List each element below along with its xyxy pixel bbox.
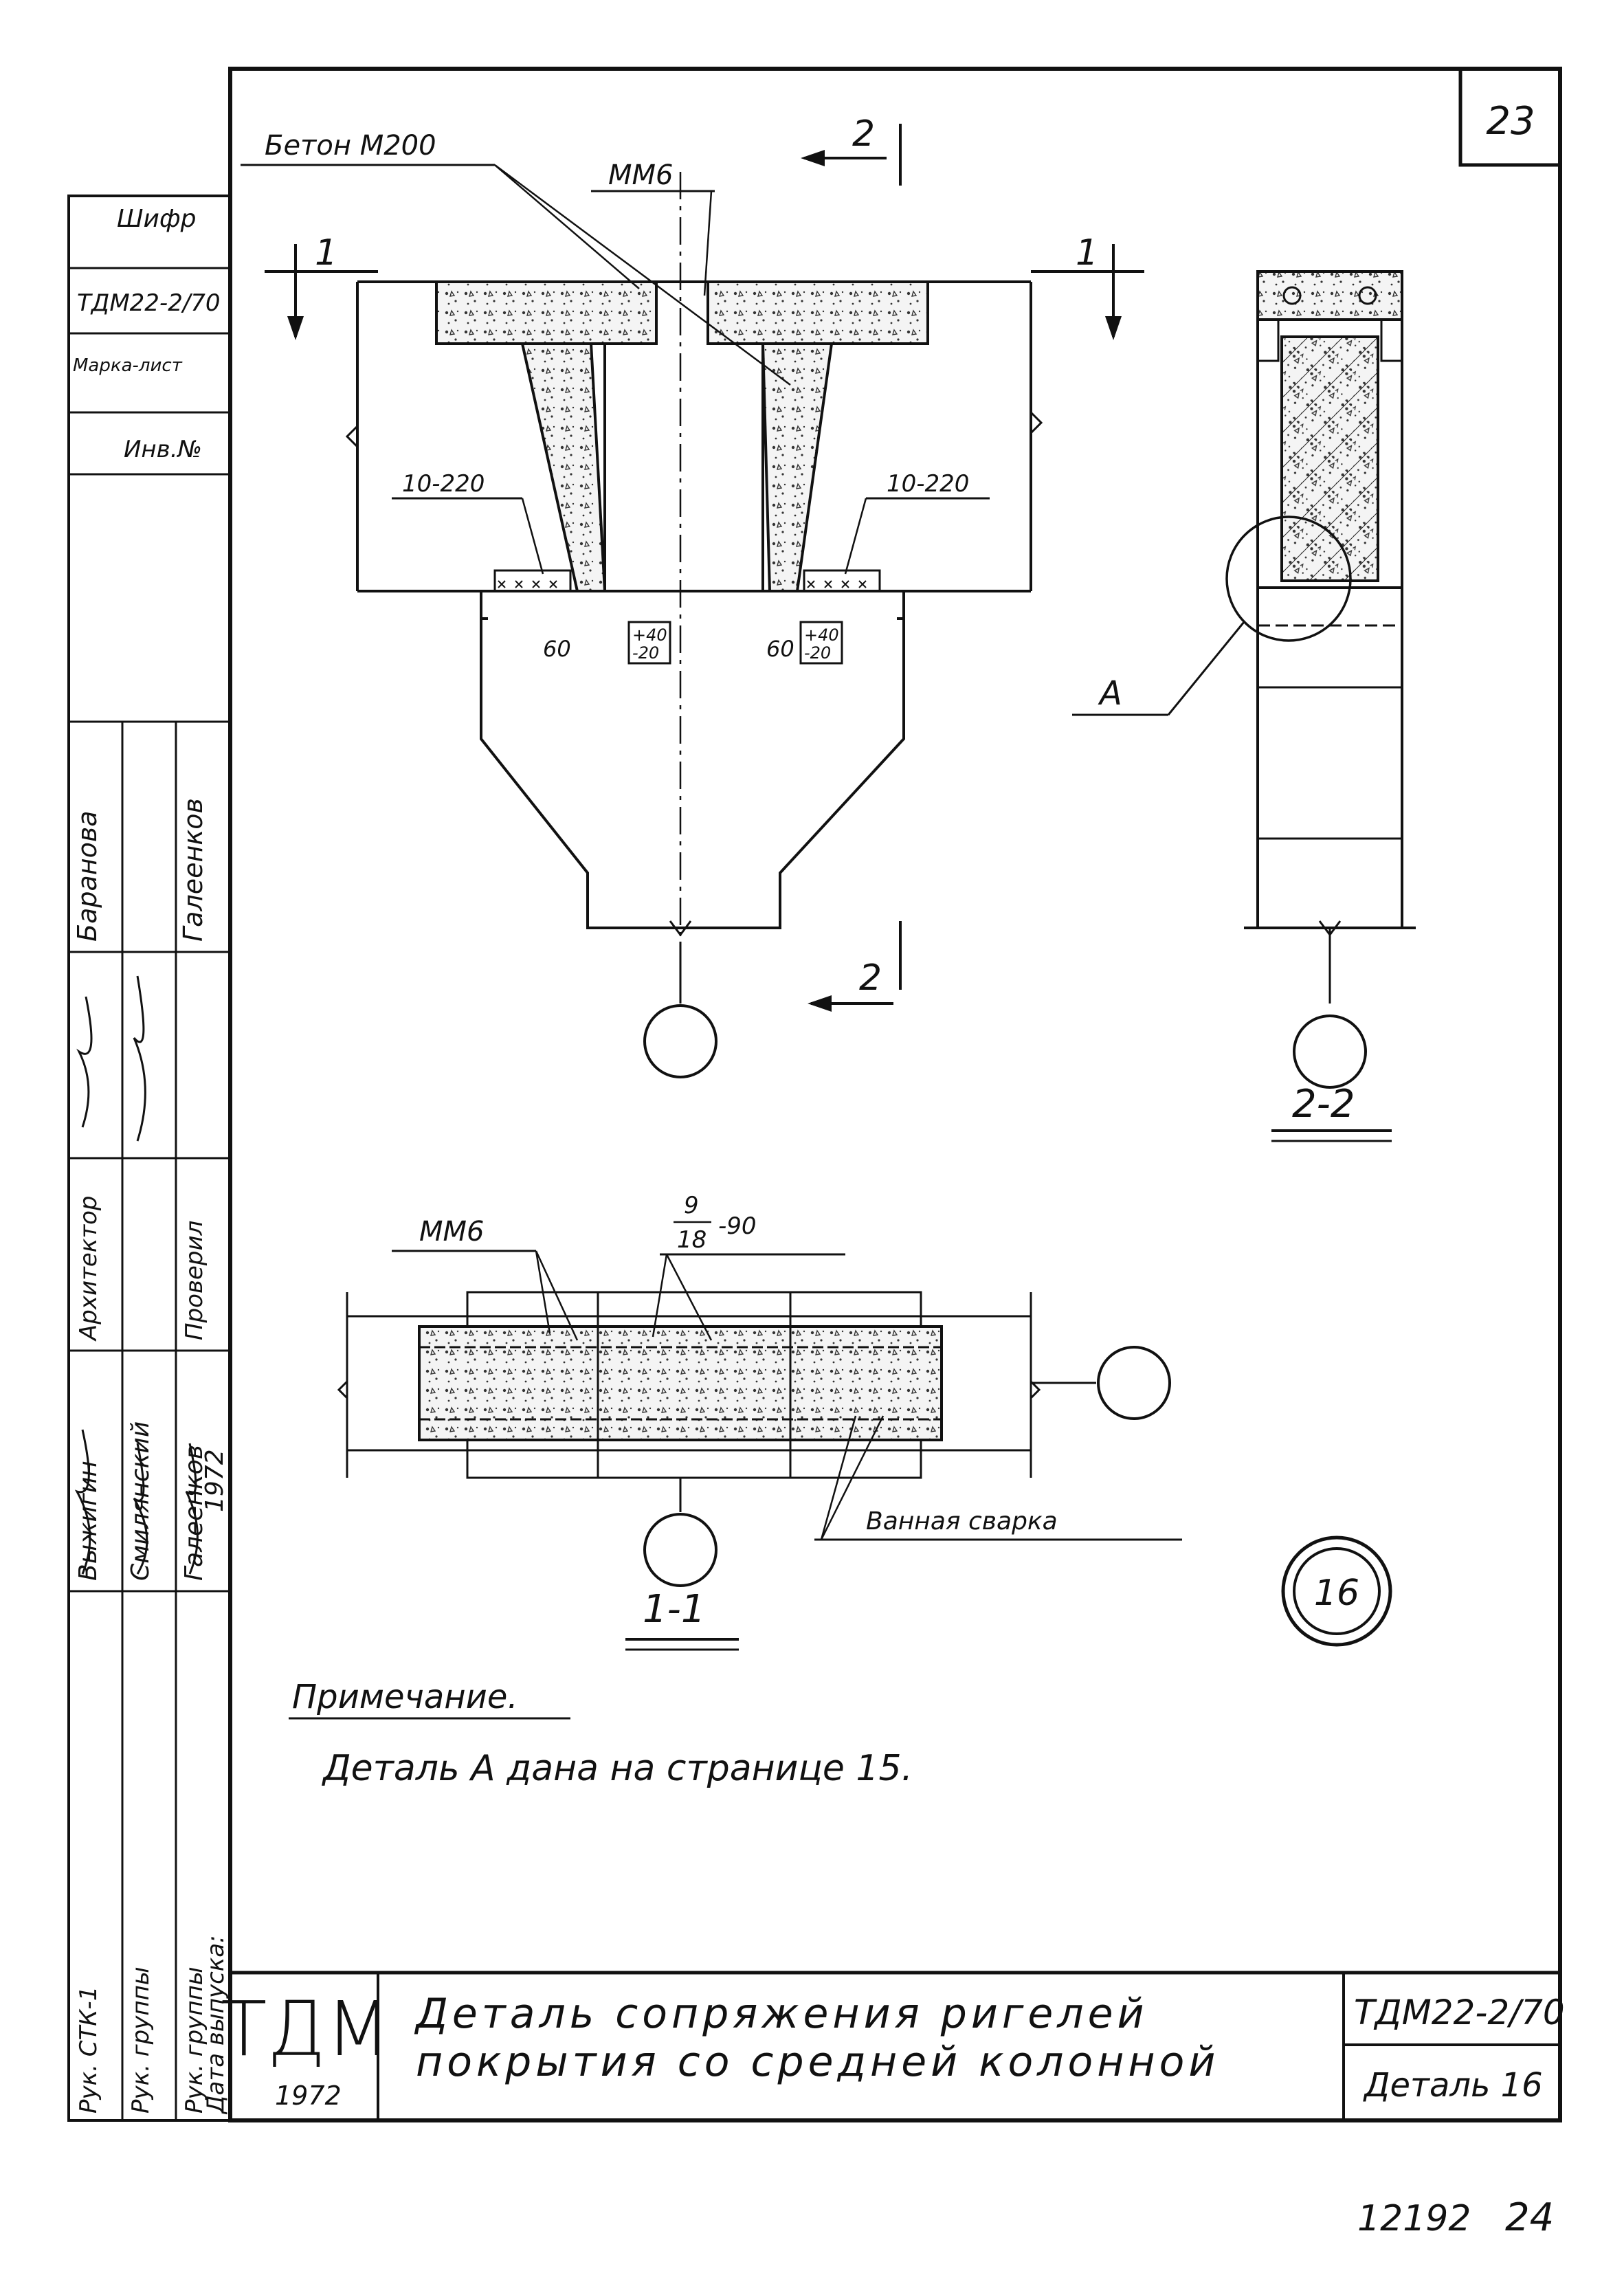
bars-denominator: 18: [677, 1226, 707, 1254]
dim-60-right: 60: [766, 636, 794, 662]
plan-1-1-title: 1-1: [643, 1587, 705, 1632]
role-1: Рук. СТК-1: [75, 1986, 102, 2114]
detail-number-badge: 16: [1281, 1535, 1392, 1647]
plan-concrete-core: [418, 1325, 943, 1441]
page-number-box: [1458, 67, 1562, 167]
tol-left-minus: -20: [632, 643, 659, 663]
mm6-label-plan: ММ6: [419, 1216, 484, 1248]
bars-numerator: 9: [684, 1192, 699, 1219]
axis-bubble-side: [1293, 1014, 1367, 1089]
title-block: ТДМ 1972 Деталь сопряжения ригелей покры…: [221, 1971, 1565, 2120]
title-code: ТДМ22-2/70: [1354, 1993, 1565, 2032]
note-block: Примечание. Деталь А дана на странице 15…: [289, 1678, 913, 1789]
mark-label: Марка-лист: [73, 355, 183, 376]
tol-left-plus: +40: [632, 625, 667, 645]
cut-mark-1-right: 1: [1031, 232, 1144, 340]
checked-name: Галеенков: [178, 798, 208, 942]
architect-name: Баранова: [72, 810, 102, 942]
archive-number: 12192: [1357, 2198, 1471, 2239]
mm6-label-section: ММ6: [608, 159, 673, 191]
page-number: 23: [1486, 99, 1535, 144]
plan-1-1-view: ММ6 9 18 -90 Ванная сварка 1-1: [337, 1192, 1182, 1651]
note-heading: Примечание.: [292, 1678, 518, 1716]
svg-text:1: 1: [315, 232, 337, 274]
note-text: Деталь А дана на странице 15.: [322, 1748, 913, 1789]
concrete-label: Бетон М200: [265, 130, 436, 162]
title-detail: Деталь 16: [1363, 2066, 1543, 2105]
detail-a-circle: [1225, 515, 1352, 642]
archive-page: 24: [1505, 2195, 1554, 2240]
signature-1: [76, 996, 93, 1128]
beam-section-hatched: [1280, 335, 1379, 582]
cipher-value: ТДМ22-2/70: [77, 289, 221, 317]
publisher-logo: ТДМ: [221, 1985, 391, 2073]
rebar-label-left: 10-220: [402, 470, 485, 498]
weld-label: Ванная сварка: [866, 1507, 1058, 1535]
checked-role: Проверил: [181, 1221, 208, 1340]
section-2-2-view: А 2-2: [1072, 270, 1416, 1142]
svg-text:1: 1: [1076, 232, 1098, 274]
detail-a-callout: А: [1098, 674, 1122, 713]
signature-4: [133, 1443, 148, 1575]
bars-suffix: -90: [718, 1212, 757, 1240]
tol-right-minus: -20: [804, 643, 831, 663]
signature-2: [133, 975, 146, 1142]
web-right: [761, 342, 834, 592]
cipher-label: Шифр: [117, 205, 197, 233]
inv-label: Инв.№: [124, 436, 202, 463]
axis-bubble-main: [643, 1004, 718, 1078]
signature-3: [74, 1429, 91, 1575]
web-left: [520, 342, 607, 592]
column-break-main: [588, 920, 780, 937]
release-year: 1972: [201, 1449, 229, 1512]
publisher-year: 1972: [275, 2081, 342, 2111]
axis-bubble-plan-right: [1097, 1346, 1171, 1420]
main-section-view: 60 +40 -20 60 +40 -20 Бетон М200 ММ6 10-…: [241, 113, 1144, 1078]
cut-mark-2-top: 2: [801, 113, 902, 186]
title-line-1: Деталь сопряжения ригелей: [414, 1990, 1148, 2038]
role-4: Дата выпуска:: [202, 1935, 230, 2115]
svg-text:16: 16: [1314, 1573, 1359, 1614]
title-line-2: покрытия со средней колонной: [416, 2038, 1219, 2086]
rebar-label-right: 10-220: [887, 470, 969, 498]
role-3: Рук. группы: [181, 1966, 208, 2114]
axis-bubble-plan-bottom: [643, 1513, 718, 1587]
cut-mark-1-left: 1: [265, 232, 378, 340]
signature-5: [185, 1443, 199, 1575]
svg-text:2: 2: [859, 957, 882, 999]
architect-role: Архитектор: [75, 1195, 102, 1342]
role-2: Рук. группы: [127, 1966, 155, 2114]
svg-text:2: 2: [852, 113, 875, 155]
left-stamp: Шифр ТДМ22-2/70 Марка-лист Инв.№ Рук. СТ…: [67, 195, 232, 2122]
tol-right-plus: +40: [804, 625, 839, 645]
dim-60-left: 60: [543, 636, 571, 662]
section-2-2-title: 2-2: [1292, 1082, 1355, 1127]
cut-mark-2-bottom: 2: [808, 921, 902, 1012]
